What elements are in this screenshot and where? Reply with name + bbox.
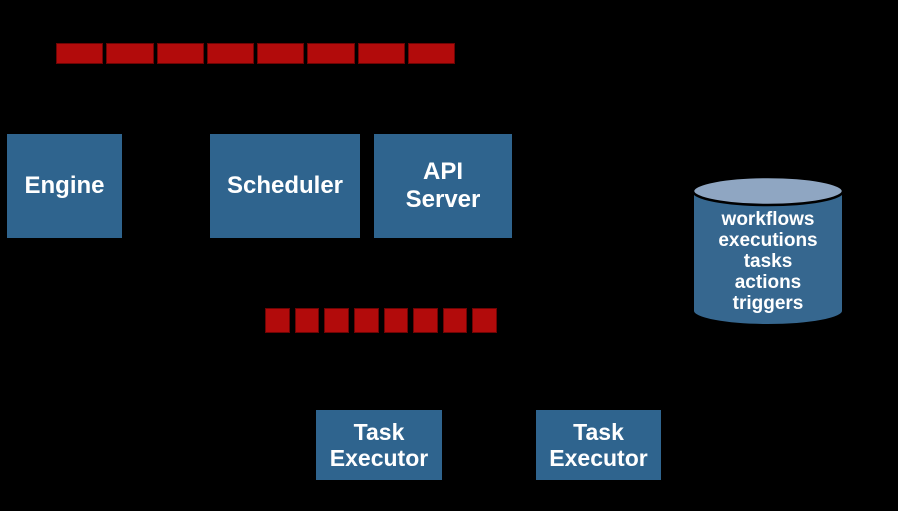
datastore-cylinder: workflows executions tasks actions trigg… (691, 175, 845, 327)
queue-segment (106, 43, 154, 64)
engine-node: Engine (7, 134, 122, 238)
scheduler-node: Scheduler (210, 134, 360, 238)
cylinder-lid (691, 175, 845, 207)
task-executor-node: Task Executor (536, 410, 661, 480)
queue-segment (156, 43, 204, 64)
queue-segment (353, 308, 379, 333)
queue-segment (324, 308, 349, 333)
cylinder-shape (691, 175, 845, 326)
queue-segment (265, 308, 290, 333)
datastore-item: workflows (721, 209, 815, 230)
message-queue-top (56, 43, 455, 64)
task-executor-node: Task Executor (316, 410, 442, 480)
cylinder-body (692, 190, 844, 326)
queue-segment (257, 43, 305, 64)
datastore-item: triggers (732, 293, 804, 314)
message-queue-middle (265, 308, 497, 333)
datastore-labels: workflows executions tasks actions trigg… (691, 209, 845, 314)
datastore-item: actions (734, 272, 802, 293)
queue-segment (307, 43, 355, 64)
queue-segment (472, 308, 497, 333)
datastore-item: tasks (743, 251, 793, 272)
queue-segment (407, 43, 455, 64)
api-server-node: API Server (374, 134, 512, 238)
queue-segment (56, 43, 104, 64)
queue-segment (413, 308, 438, 333)
queue-segment (442, 308, 468, 333)
queue-segment (357, 43, 405, 64)
queue-segment (206, 43, 254, 64)
datastore-item: executions (718, 230, 818, 251)
queue-segment (294, 308, 320, 333)
queue-segment (383, 308, 409, 333)
